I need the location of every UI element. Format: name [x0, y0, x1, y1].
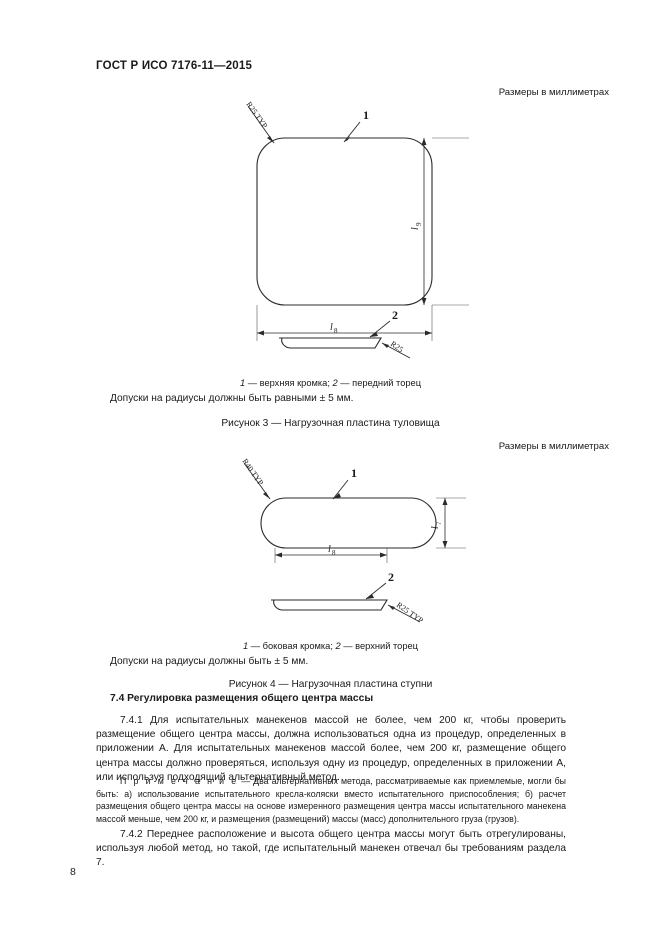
callout-2-label: 2	[388, 570, 394, 584]
dim-height-subscript: 7	[435, 521, 443, 525]
figure-4-caption: Рисунок 4 — Нагрузочная пластина ступни	[228, 679, 433, 690]
figure-3-tolerance-note: Допуски на радиусы должны быть равными ±…	[110, 393, 354, 404]
dim-height-group: l 7	[430, 521, 443, 529]
radius-label-r40-typ: R40 TYP	[240, 457, 265, 487]
figure-4-tolerance-note: Допуски на радиусы должны быть ± 5 мм.	[110, 656, 309, 667]
dim-arrow-up	[421, 138, 427, 145]
dim-width-label: l	[328, 544, 331, 555]
note-block: П р и м е ч а н и е — Два альтернативных…	[96, 775, 566, 825]
legend-3-text-1: — верхняя кромка;	[245, 378, 333, 388]
callout-1-leader	[332, 479, 349, 500]
callout-1-leader	[343, 121, 361, 143]
dim-arrow-right	[380, 552, 387, 558]
figure-4-svg: 1 R40 TYP l 7 l 8	[240, 457, 466, 563]
legend-3-text-2: — передний торец	[337, 378, 422, 388]
figure-3-drawing: 1 R25 TYP l 9 l 8	[0, 96, 661, 371]
edge-radius-arrowhead	[388, 605, 395, 610]
dim-height-subscript: 9	[415, 222, 423, 226]
legend-3-num-1: 1	[239, 378, 246, 388]
callout-2-label: 2	[392, 308, 398, 322]
dim-height-label: l	[430, 526, 441, 529]
units-note-figure4: Размеры в миллиметрах	[498, 441, 609, 452]
legend-4-num-1: 1	[243, 641, 249, 651]
paragraph-7-4-1-text: 7.4.1 Для испытательных манекенов массой…	[96, 715, 566, 783]
note-paragraph: П р и м е ч а н и е — Два альтернативных…	[96, 775, 566, 825]
legend-4-text-2: — верхний торец	[340, 641, 418, 651]
legend-4-text-1: — боковая кромка;	[248, 641, 336, 651]
callout-1-arrowhead	[333, 493, 341, 499]
plate-edge-outline	[281, 337, 382, 349]
callout-2-arrowhead	[370, 332, 378, 337]
dim-height-label: l	[410, 227, 421, 230]
dim-arrow-left	[275, 552, 282, 558]
plate-edge-outline	[273, 599, 388, 611]
foot-plate-outline	[260, 497, 437, 549]
dim-arrow-left	[257, 330, 264, 336]
figure-3-edge-svg: 2 R25	[279, 308, 411, 359]
edge-radius-arrowhead	[382, 343, 389, 348]
note-label: П р и м е ч а н и е	[120, 776, 239, 786]
units-note-figure3: Размеры в миллиметрах	[498, 87, 609, 98]
legend-3-num-2: 2	[332, 378, 338, 388]
callout-1-label: 1	[363, 108, 369, 122]
legend-4-num-2: 2	[335, 641, 341, 651]
torso-plate-outline	[256, 137, 433, 306]
paragraph-7-4-2-text: 7.4.2 Переднее расположение и высота общ…	[96, 829, 566, 869]
dim-arrow-up	[442, 498, 448, 505]
figure-3-edge-view: 2 R25	[0, 305, 661, 375]
callout-2-arrowhead	[366, 594, 374, 599]
dim-arrow-down	[421, 298, 427, 305]
dim-arrow-down	[442, 541, 448, 548]
paragraph-7-4-1: 7.4.1 Для испытательных манекенов массой…	[96, 714, 566, 785]
dim-width-subscript: 8	[334, 327, 338, 335]
figure-4-legend: 1 — боковая кромка; 2 — верхний торец	[0, 641, 661, 651]
figure-3-legend: 1 — верхняя кромка; 2 — передний торец	[0, 378, 661, 388]
standard-header: ГОСТ Р ИСО 7176-11—2015	[96, 60, 253, 72]
note-text: — Два альтернативных метода, рассматрива…	[96, 776, 567, 824]
radius-label-r25-typ: R25 TYP	[244, 100, 269, 130]
edge-radius-label: R25 TYP	[395, 600, 425, 625]
radius-arrowhead	[267, 136, 274, 143]
figure-4-edge-view: 2 R25 TYP	[0, 570, 661, 632]
dim-arrow-right	[425, 330, 432, 336]
dim-width-label: l	[330, 322, 333, 333]
figure-4-drawing: 1 R40 TYP l 7 l 8	[0, 455, 661, 625]
callout-1-arrowhead	[344, 136, 350, 142]
edge-radius-label: R25	[389, 339, 405, 354]
dim-height-group: l 9	[410, 222, 423, 230]
figure-4-edge-svg: 2 R25 TYP	[271, 570, 425, 625]
page-number: 8	[70, 866, 76, 878]
figure-3-svg: 1 R25 TYP l 9 l 8	[244, 100, 469, 341]
dim-width-subscript: 8	[332, 549, 336, 557]
section-heading-7-4: 7.4 Регулировка размещения общего центра…	[110, 693, 374, 704]
figure-3-caption: Рисунок 3 — Нагрузочная пластина туловищ…	[221, 418, 440, 429]
radius-arrowhead	[263, 492, 270, 499]
callout-1-label: 1	[351, 466, 357, 480]
paragraph-7-4-2: 7.4.2 Переднее расположение и высота общ…	[96, 828, 566, 871]
